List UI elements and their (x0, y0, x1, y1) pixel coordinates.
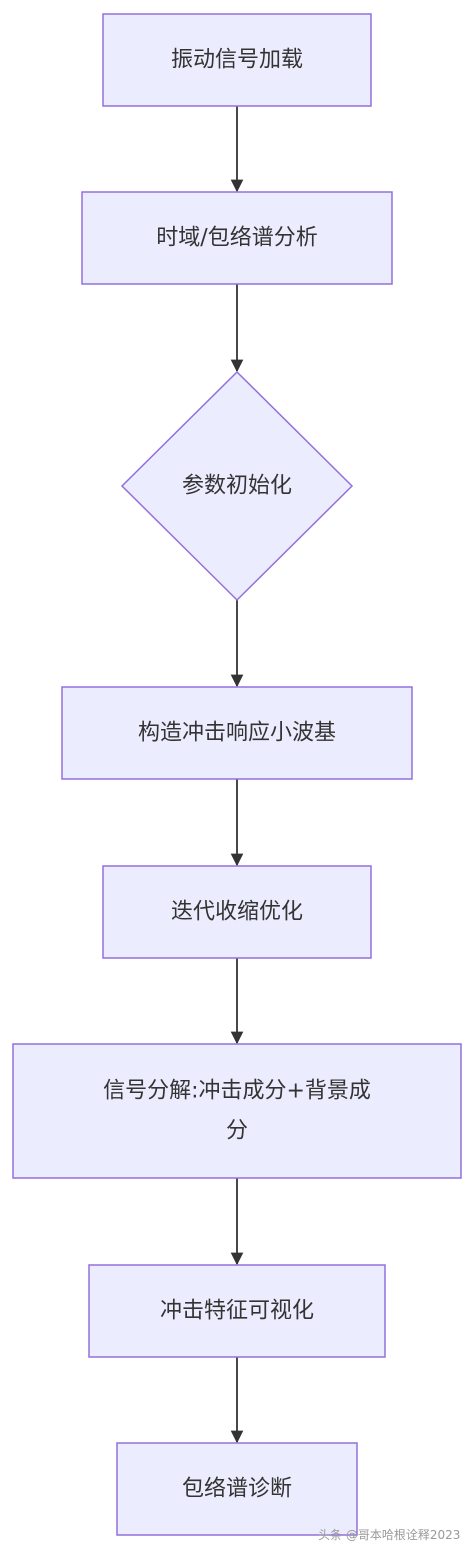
flow-node-n1: 振动信号加载 (102, 13, 372, 107)
watermark: 头条 @哥本哈根诠释2023 (318, 1528, 461, 1542)
flow-node-n8: 包络谱诊断 (116, 1442, 358, 1536)
node-label: 振动信号加载 (171, 48, 303, 73)
flow-node-n2: 时域/包络谱分析 (81, 191, 393, 285)
node-label: 迭代收缩优化 (171, 900, 303, 925)
process-box (102, 865, 372, 959)
process-box (12, 1043, 462, 1179)
node-label: 分 (226, 1119, 248, 1144)
node-label: 构造冲击响应小波基 (138, 721, 336, 746)
process-box (61, 686, 413, 780)
flow-node-n5: 迭代收缩优化 (102, 865, 372, 959)
node-label: 冲击特征可视化 (160, 1299, 314, 1324)
node-label: 信号分解:冲击成分+背景成 (103, 1079, 371, 1104)
decision-diamond (120, 370, 354, 602)
flow-node-n7: 冲击特征可视化 (88, 1264, 386, 1358)
node-label: 包络谱诊断 (182, 1477, 292, 1502)
process-box (102, 13, 372, 107)
process-box (81, 191, 393, 285)
flow-node-n3: 参数初始化 (120, 370, 354, 602)
node-label: 参数初始化 (182, 474, 292, 499)
process-box (116, 1442, 358, 1536)
nodes: 振动信号加载时域/包络谱分析参数初始化构造冲击响应小波基迭代收缩优化信号分解:冲… (12, 13, 462, 1536)
process-box (88, 1264, 386, 1358)
flow-node-n4: 构造冲击响应小波基 (61, 686, 413, 780)
node-label: 时域/包络谱分析 (156, 226, 317, 251)
